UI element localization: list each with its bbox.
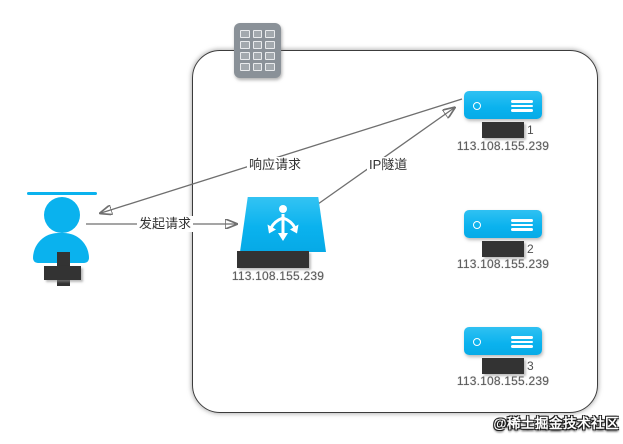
ip-tunnel-arrow xyxy=(317,108,454,205)
server-vents-icon xyxy=(511,219,533,233)
user-label-redaction xyxy=(44,266,81,280)
server-number: 3 xyxy=(527,359,534,373)
response-request-label: 响应请求 xyxy=(247,157,304,173)
server-ip: 113.108.155.239 xyxy=(456,374,550,388)
server-icon xyxy=(464,91,542,119)
server-vents-icon xyxy=(511,100,533,114)
initiate-request-label: 发起请求 xyxy=(137,216,194,232)
ip-tunnel-label: IP隧道 xyxy=(367,157,410,173)
load-balancer-icon xyxy=(240,197,326,252)
person-icon-head xyxy=(44,197,80,233)
server-vents-icon xyxy=(511,336,533,350)
server-power-led xyxy=(473,338,481,346)
server-ip: 113.108.155.239 xyxy=(456,139,550,153)
server-name-redaction xyxy=(482,241,524,257)
server-icon xyxy=(464,327,542,355)
server-icon xyxy=(464,210,542,238)
load-balancer-ip: 113.108.155.239 xyxy=(231,269,325,283)
server-number: 1 xyxy=(527,123,534,137)
response-request-arrow xyxy=(101,98,463,213)
server-name-redaction xyxy=(482,358,524,374)
load-balancer-name-redaction xyxy=(237,251,309,268)
load-balancer-glyph xyxy=(267,205,299,241)
server-number: 2 xyxy=(527,242,534,256)
watermark: @稀土掘金技术社区 xyxy=(493,416,619,431)
server-ip: 113.108.155.239 xyxy=(456,257,550,271)
server-power-led xyxy=(473,102,481,110)
server-name-redaction xyxy=(482,122,524,138)
server-power-led xyxy=(473,221,481,229)
network-switch-icon xyxy=(234,23,281,78)
person-icon-hat xyxy=(27,192,97,195)
